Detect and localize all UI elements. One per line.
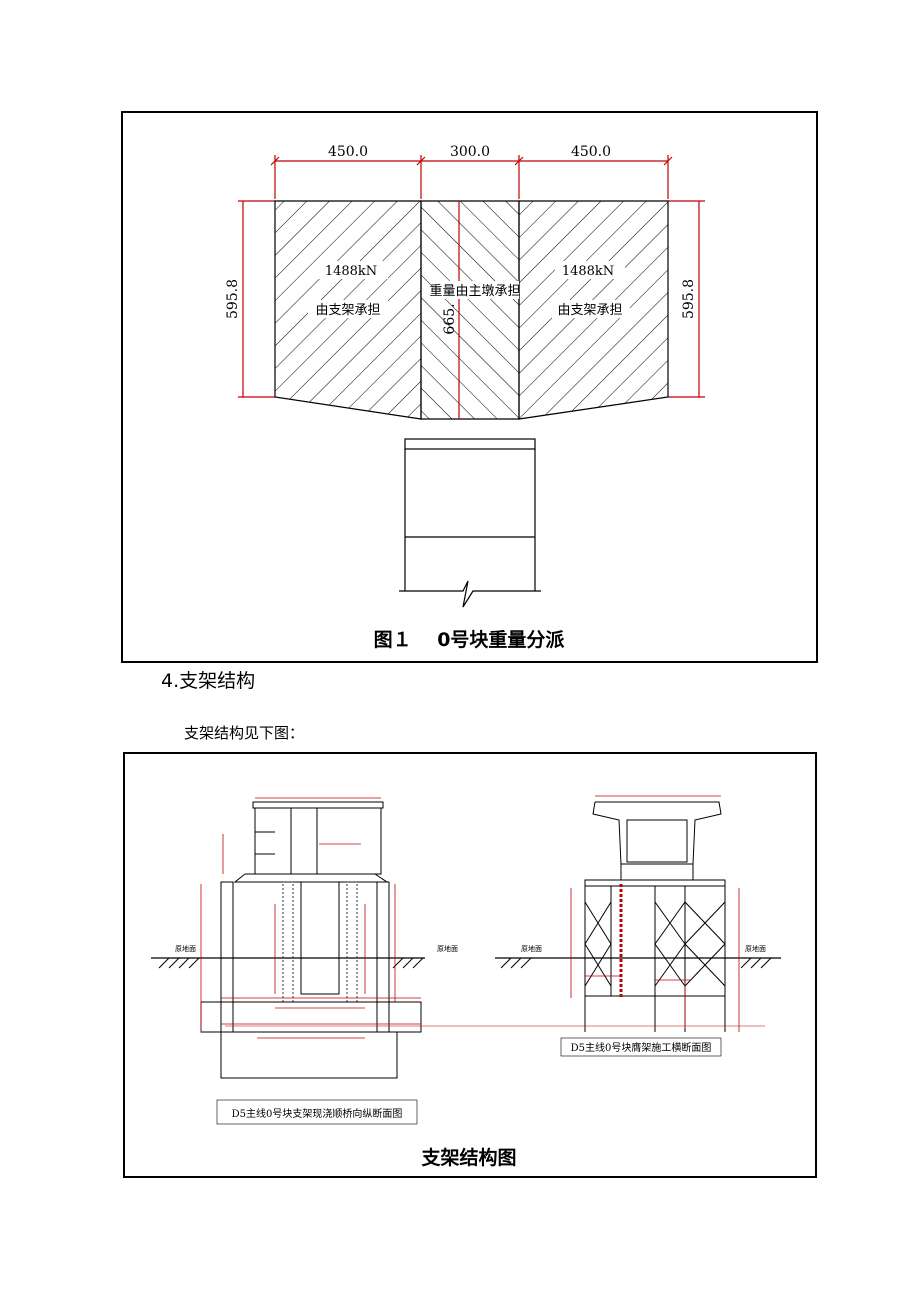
ground-label-right-b: 原地面	[745, 944, 766, 953]
right-section-drawing	[584, 801, 726, 1032]
left-block-load: 1488kN	[325, 264, 377, 279]
center-block-desc: 重量由主墩承担	[429, 283, 520, 299]
dim-mid-label: 300.0	[450, 144, 490, 160]
right-dimension	[668, 200, 705, 398]
left-section-drawing	[200, 801, 422, 1079]
dim-right-label: 450.0	[571, 144, 611, 160]
figure1-frame: 450.0 300.0 450.0 595.8 595.8 665. 1488k…	[121, 111, 818, 663]
top-dimension	[270, 155, 673, 199]
left-drawing-title: D5主线0号块支架现浇顺桥向纵断面图	[232, 1107, 403, 1120]
dim-height-left: 595.8	[225, 279, 241, 319]
ground-label-left-b: 原地面	[437, 944, 458, 953]
dim-left-label: 450.0	[328, 144, 368, 160]
right-drawing-title: D5主线0号块膺架施工横断面图	[571, 1041, 712, 1054]
section-intro: 支架结构见下图：	[184, 724, 305, 742]
section-heading: 4.支架结构	[161, 670, 256, 692]
figure2-caption: 支架结构图	[420, 1146, 516, 1169]
dim-height-right: 595.8	[681, 279, 697, 319]
dim-height-center: 665.	[442, 303, 458, 334]
figure2-drawing: 原地面 原地面 原地面 原地面	[151, 795, 781, 1169]
figure1-caption: 图１ 0号块重量分派	[374, 629, 566, 651]
ground-lines	[151, 957, 781, 969]
left-title-box	[216, 1099, 418, 1125]
right-block-desc: 由支架承担	[557, 303, 622, 318]
ground-label-right-a: 原地面	[521, 944, 542, 953]
figure2-frame: 原地面 原地面 原地面 原地面	[123, 752, 817, 1178]
center-block	[420, 200, 520, 420]
left-dimension	[238, 200, 275, 398]
ground-label-left-a: 原地面	[175, 944, 196, 953]
figure1-drawing: 450.0 300.0 450.0 595.8 595.8 665. 1488k…	[225, 144, 705, 651]
right-title-box	[560, 1037, 722, 1057]
left-block-desc: 由支架承担	[315, 303, 380, 318]
left-section-dims	[200, 797, 421, 1039]
right-block-load: 1488kN	[562, 264, 614, 279]
pier-drawing	[399, 438, 541, 608]
right-section-dims	[225, 795, 765, 1032]
